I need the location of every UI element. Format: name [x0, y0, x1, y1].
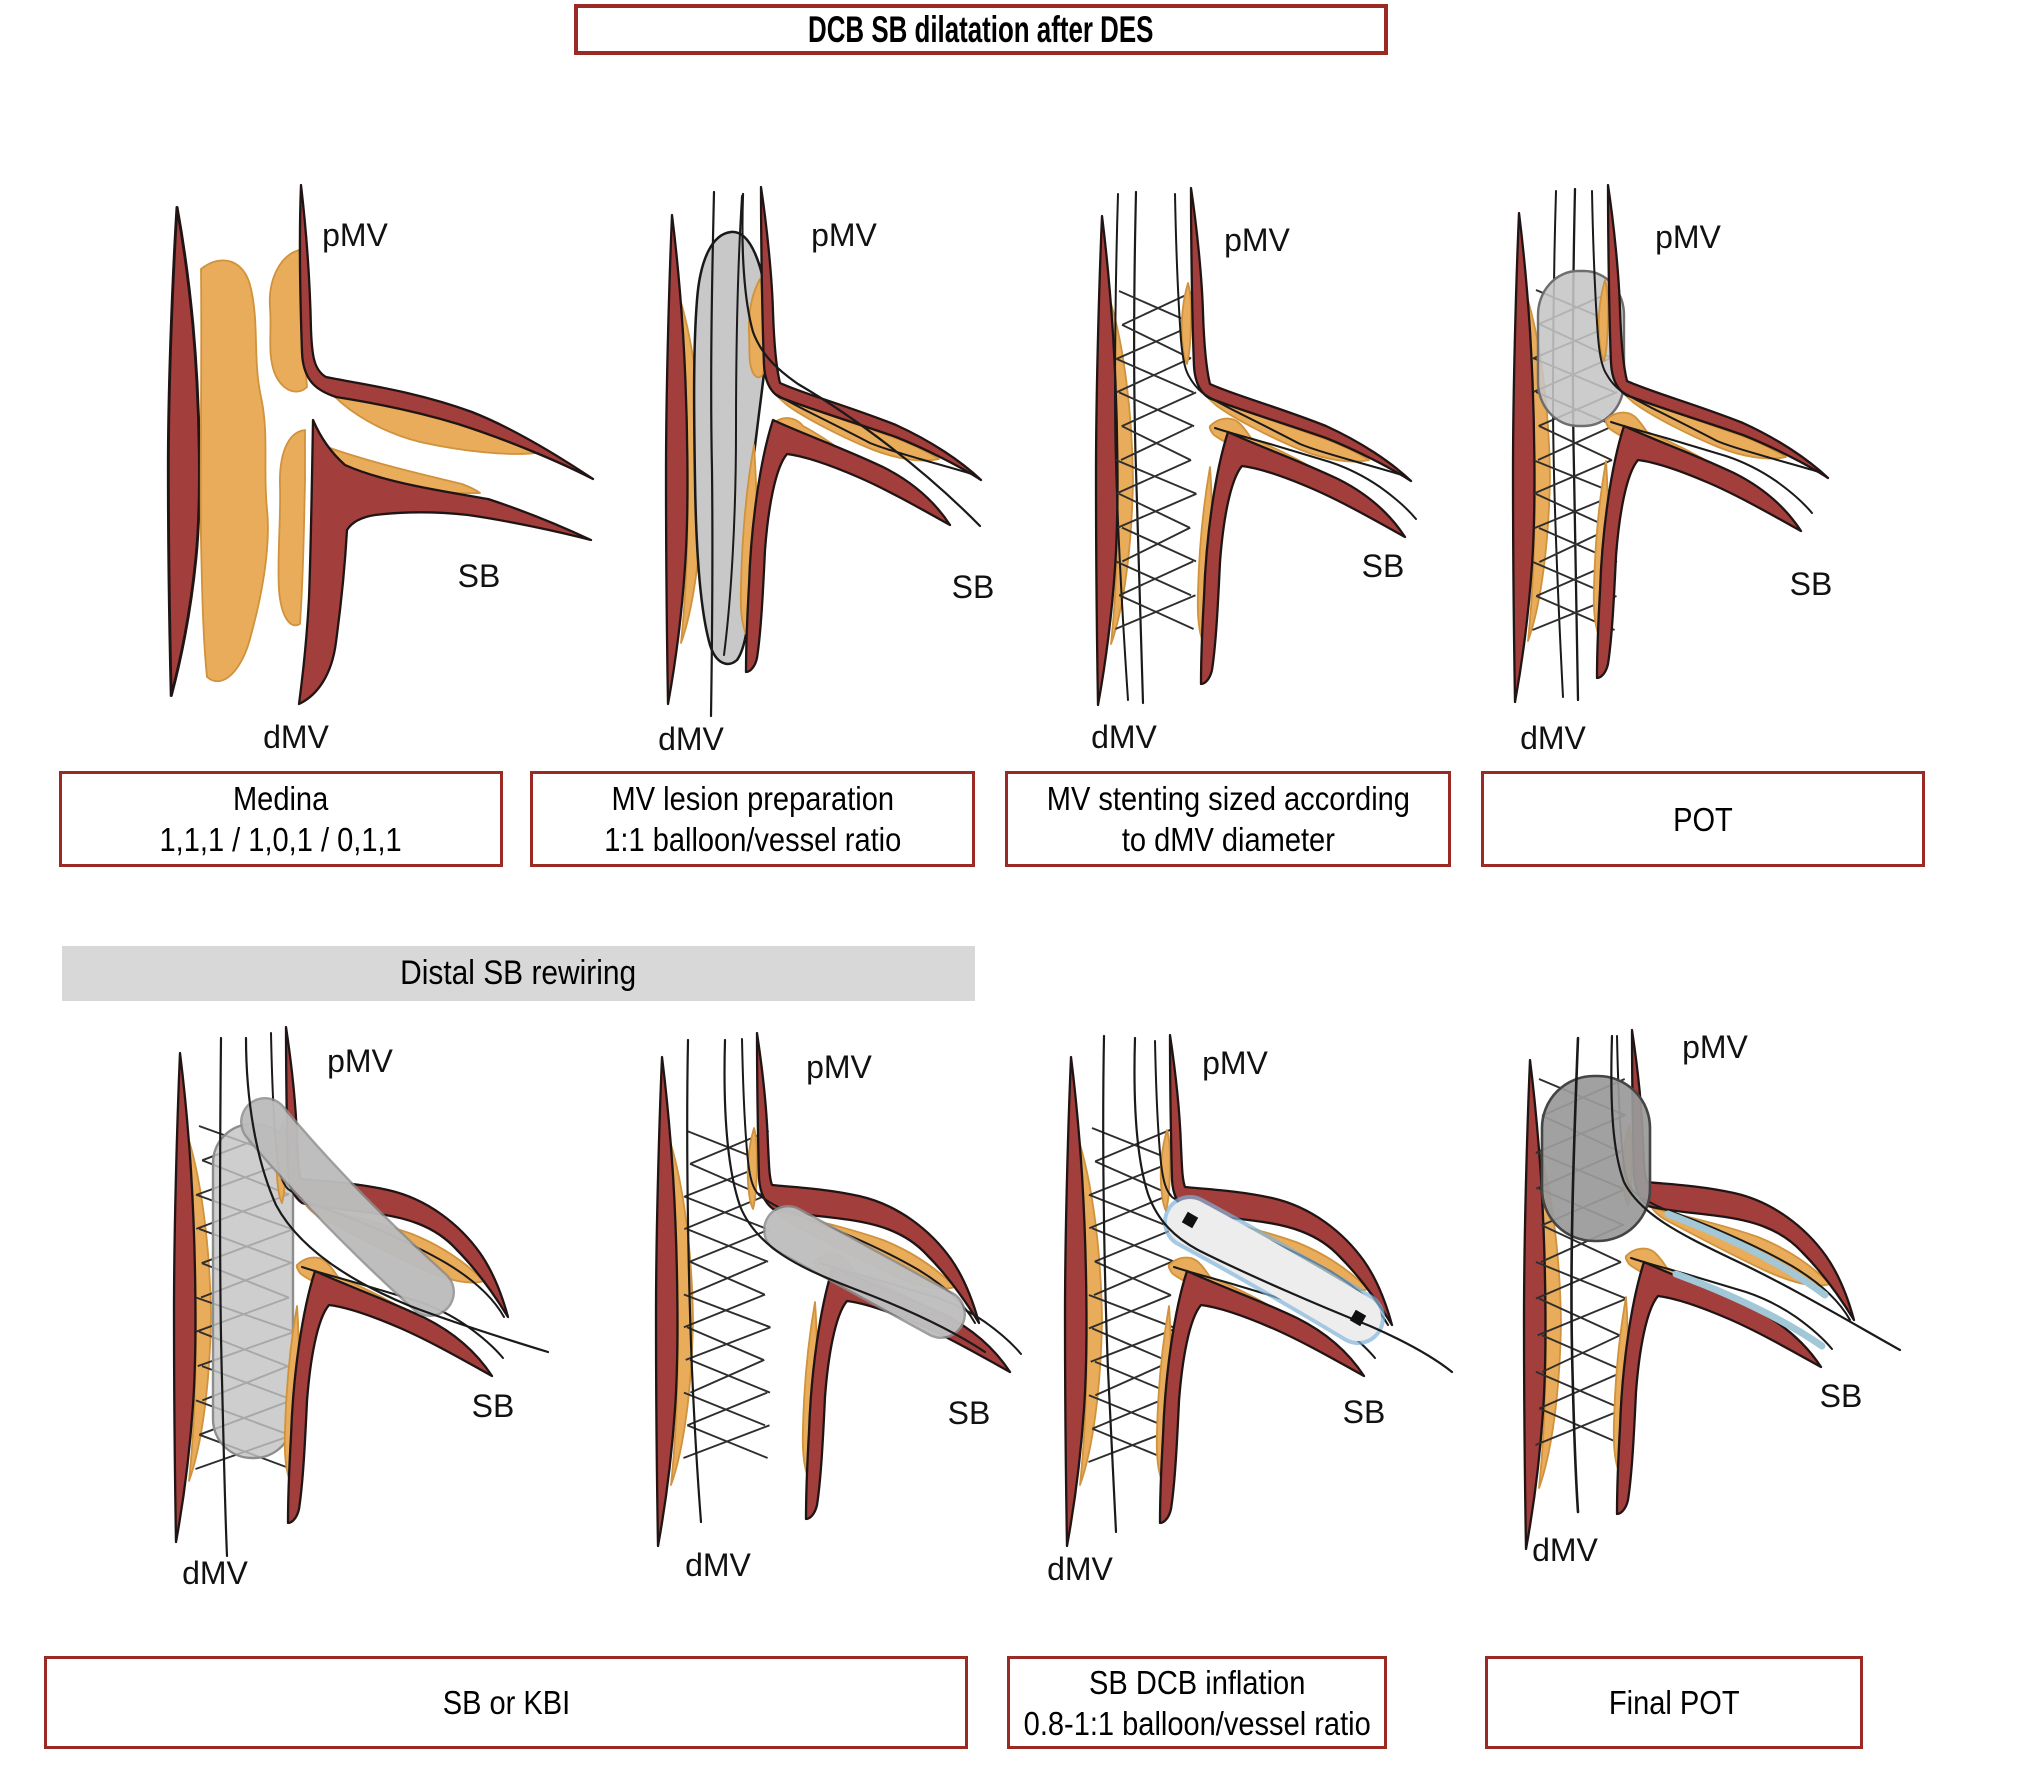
svg-text:pMV: pMV — [1655, 219, 1721, 255]
svg-text:dMV: dMV — [263, 719, 329, 755]
svg-text:SB: SB — [1790, 566, 1833, 602]
svg-text:SB: SB — [1343, 1394, 1386, 1430]
svg-text:pMV: pMV — [806, 1049, 872, 1085]
svg-text:pMV: pMV — [1224, 222, 1290, 258]
svg-text:SB: SB — [1362, 548, 1405, 584]
svg-text:dMV: dMV — [658, 721, 724, 757]
svg-text:pMV: pMV — [322, 217, 388, 253]
svg-text:SB: SB — [458, 558, 501, 594]
svg-text:dMV: dMV — [1091, 719, 1157, 755]
svg-text:pMV: pMV — [1202, 1045, 1268, 1081]
svg-text:SB: SB — [472, 1388, 515, 1424]
svg-text:dMV: dMV — [1532, 1532, 1598, 1568]
svg-text:pMV: pMV — [811, 217, 877, 253]
svg-text:dMV: dMV — [182, 1555, 248, 1591]
svg-text:dMV: dMV — [1520, 720, 1586, 756]
svg-text:SB: SB — [1820, 1378, 1863, 1414]
svg-text:dMV: dMV — [685, 1547, 751, 1583]
svg-text:SB: SB — [952, 569, 995, 605]
svg-text:pMV: pMV — [327, 1043, 393, 1079]
svg-text:SB: SB — [948, 1395, 991, 1431]
svg-text:dMV: dMV — [1047, 1551, 1113, 1587]
svg-text:pMV: pMV — [1682, 1029, 1748, 1065]
